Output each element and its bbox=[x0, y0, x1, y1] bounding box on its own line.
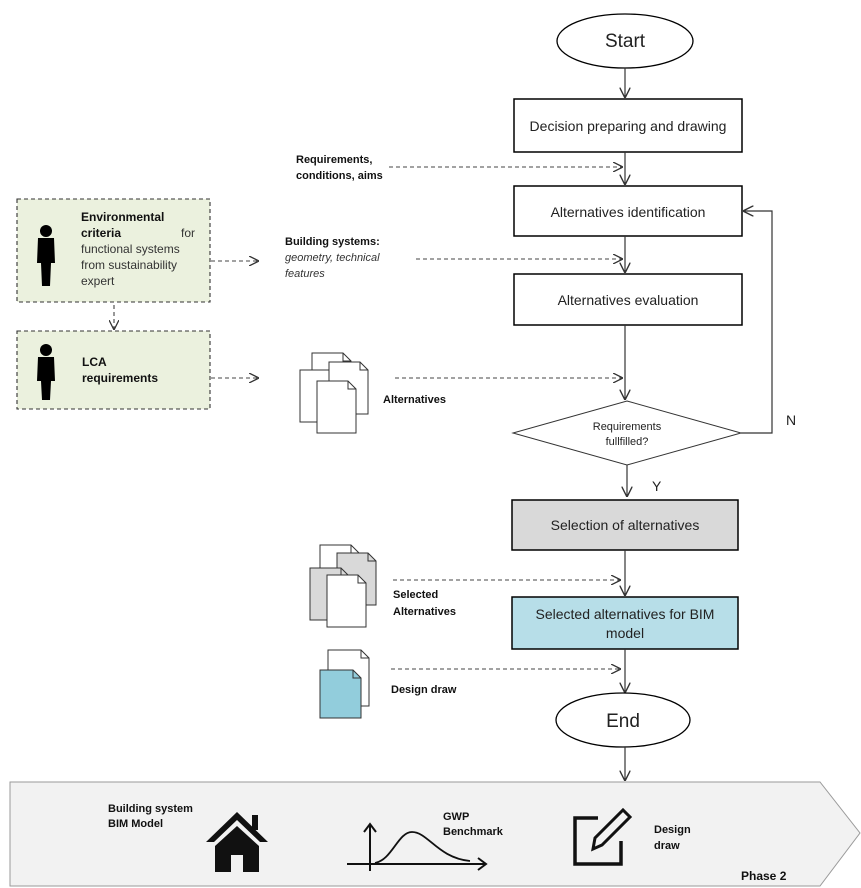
selected-document-stack-icon bbox=[309, 544, 377, 628]
selected-alternatives-label-line2: Alternatives bbox=[393, 606, 456, 618]
selected-alternatives-label-line1: Selected bbox=[393, 589, 438, 601]
phase-label: Phase 2 bbox=[741, 869, 787, 883]
gwp-label-line2: Benchmark bbox=[443, 826, 504, 838]
no-label: N bbox=[786, 412, 796, 428]
requirements-decision-diamond: Requirements fullfilled? bbox=[511, 400, 743, 466]
lca-label-line1: LCA bbox=[82, 355, 107, 369]
person-silhouette-icon bbox=[37, 344, 55, 400]
requirements-label-line1: Requirements, bbox=[296, 154, 372, 166]
design-draw-label: Design draw bbox=[391, 684, 457, 696]
decision-label-line1: Requirements bbox=[593, 421, 662, 433]
alternatives-label: Alternatives bbox=[383, 394, 446, 406]
yes-label: Y bbox=[652, 478, 662, 494]
start-node: Start bbox=[556, 13, 694, 69]
bim-model-label-line2: BIM Model bbox=[108, 818, 163, 830]
selected-bim-label-line1: Selected alternatives for BIM bbox=[536, 606, 715, 622]
alt-evaluation-label: Alternatives evaluation bbox=[558, 292, 699, 308]
end-node: End bbox=[555, 692, 691, 748]
selection-label: Selection of alternatives bbox=[551, 517, 700, 533]
building-systems-label-line1: Building systems: bbox=[285, 236, 380, 248]
arrow-no-loop bbox=[741, 211, 773, 434]
env-label-line5: expert bbox=[81, 274, 115, 288]
selected-bim-label-line2: model bbox=[606, 625, 644, 641]
env-label-line2-rest: for bbox=[181, 226, 195, 240]
bim-model-label-line1: Building system bbox=[108, 803, 193, 815]
alt-identification-label: Alternatives identification bbox=[551, 204, 706, 220]
house-icon bbox=[206, 812, 268, 872]
decision-preparing-label: Decision preparing and drawing bbox=[530, 118, 727, 134]
env-label-line3: functional systems bbox=[81, 242, 180, 256]
requirements-label-line2: conditions, aims bbox=[296, 170, 383, 182]
decision-label-line2: fullfilled? bbox=[606, 436, 649, 448]
building-systems-label-line3: features bbox=[285, 268, 325, 280]
pencil-edit-icon bbox=[573, 807, 633, 866]
selection-box: Selection of alternatives bbox=[511, 499, 739, 551]
building-systems-label-line2: geometry, technical bbox=[285, 252, 380, 264]
end-label: End bbox=[606, 711, 640, 732]
gwp-label-line1: GWP bbox=[443, 811, 469, 823]
alt-evaluation-box: Alternatives evaluation bbox=[513, 273, 743, 326]
alt-identification-box: Alternatives identification bbox=[513, 185, 743, 237]
env-label-line2-bold: criteria bbox=[81, 226, 121, 240]
phase-2-banner bbox=[9, 781, 861, 887]
document-stack-icon bbox=[299, 352, 369, 434]
env-label-line1: Environmental bbox=[81, 210, 164, 224]
bell-curve-chart-icon bbox=[347, 822, 488, 871]
decision-preparing-box: Decision preparing and drawing bbox=[513, 98, 743, 153]
design-draw-document-icon bbox=[319, 649, 370, 719]
design-draw-phase-label-line2: draw bbox=[654, 840, 680, 852]
lca-label-line2: requirements bbox=[82, 371, 158, 385]
design-draw-phase-label-line1: Design bbox=[654, 824, 691, 836]
person-silhouette-icon bbox=[37, 225, 55, 286]
selected-bim-box: Selected alternatives for BIM model bbox=[511, 596, 739, 650]
env-label-line4: from sustainability bbox=[81, 258, 177, 272]
start-label: Start bbox=[605, 31, 646, 52]
